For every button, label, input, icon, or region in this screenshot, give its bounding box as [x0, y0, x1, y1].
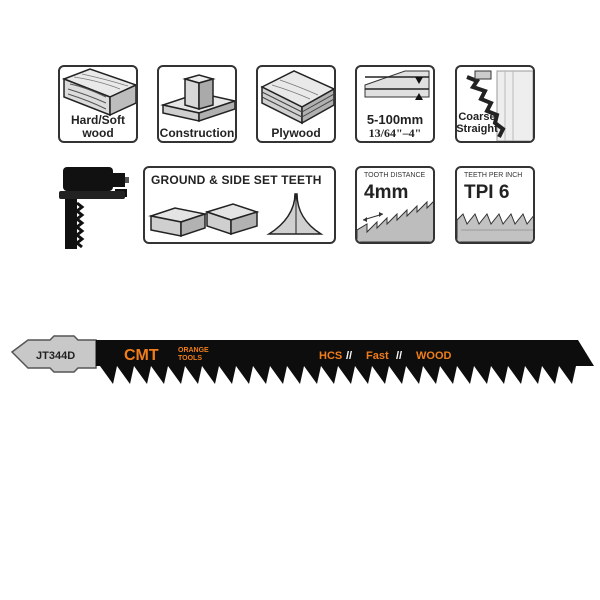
- wood-plank-icon: [61, 68, 136, 117]
- blade-tooth: [559, 366, 576, 384]
- blade-tooth: [202, 366, 219, 384]
- blade-tooth: [406, 366, 423, 384]
- tpi-caption: TEETH PER INCH: [464, 172, 523, 179]
- blade-tooth: [168, 366, 185, 384]
- construction-label: Construction: [159, 126, 235, 140]
- tools-label: TOOLS: [178, 355, 202, 362]
- tooth-distance-tile: TOOTH DISTANCE 4mm: [355, 166, 435, 244]
- blade-teeth: [100, 366, 576, 384]
- cut-depth-mm-label: 5-100mm: [366, 112, 424, 127]
- plywood-sheet-icon: [260, 70, 334, 125]
- svg-text://: //: [396, 350, 402, 362]
- speed-label: Fast: [366, 350, 389, 362]
- straight-label: Straight: [456, 123, 498, 135]
- blade-tooth: [219, 366, 236, 384]
- blade-tooth: [338, 366, 355, 384]
- blade-tooth: [423, 366, 440, 384]
- blade-tooth: [525, 366, 542, 384]
- blade-tooth: [287, 366, 304, 384]
- tpi-value: TPI 6: [464, 182, 510, 203]
- cut-depth-inch-label: 13/64"–4": [368, 126, 422, 140]
- jigsaw-icon: [59, 167, 129, 249]
- cut-depth-icon: [364, 70, 430, 100]
- blade-tooth: [253, 366, 270, 384]
- blade-tooth: [474, 366, 491, 384]
- tpi-tile: TEETH PER INCH TPI 6: [455, 166, 535, 244]
- blade-tooth: [185, 366, 202, 384]
- tooth-distance-value: 4mm: [364, 182, 409, 203]
- side-set-teeth-icon: [148, 193, 324, 238]
- blade-tooth: [270, 366, 287, 384]
- blade-tooth: [321, 366, 338, 384]
- blade-tooth: [151, 366, 168, 384]
- tpi-teeth-icon: [457, 213, 533, 242]
- construction-beam-icon: [160, 74, 235, 123]
- blade-tooth: [355, 366, 372, 384]
- blade-tooth: [100, 366, 117, 384]
- blade-tooth: [236, 366, 253, 384]
- blade-tooth: [457, 366, 474, 384]
- blade-tooth: [542, 366, 559, 384]
- cmt-logo: CMT: [124, 347, 159, 364]
- coarse-straight-tile: Coarse Straight: [455, 65, 535, 143]
- application-label: WOOD: [416, 350, 451, 362]
- blade-tooth: [440, 366, 457, 384]
- blade-tooth: [508, 366, 525, 384]
- blade-tooth: [372, 366, 389, 384]
- material-label: HCS: [319, 350, 342, 362]
- coarse-label: Coarse: [458, 111, 496, 123]
- orange-label: ORANGE: [178, 347, 209, 354]
- blade-body: [96, 340, 594, 366]
- ground-side-set-teeth-tile: GROUND & SIDE SET TEETH: [143, 166, 336, 244]
- wood-label: wood: [82, 126, 114, 140]
- cut-depth-tile: 5-100mm 13/64"–4": [355, 65, 435, 143]
- blade-tooth: [491, 366, 508, 384]
- tooth-distance-caption: TOOTH DISTANCE: [364, 172, 426, 179]
- hard-soft-wood-tile: Hard/Soft wood: [58, 65, 138, 143]
- plywood-label: Plywood: [271, 126, 321, 140]
- coarse-cut-icon: [466, 70, 533, 141]
- plywood-tile: Plywood: [256, 65, 336, 143]
- svg-text://: //: [346, 350, 352, 362]
- construction-tile: Construction: [157, 65, 237, 143]
- blade-model: JT344D: [36, 350, 75, 362]
- tooth-distance-icon: [357, 200, 433, 242]
- blade-tooth: [134, 366, 151, 384]
- blade-tooth: [304, 366, 321, 384]
- blade-tooth: [117, 366, 134, 384]
- teeth-type-label: GROUND & SIDE SET TEETH: [151, 173, 322, 187]
- blade-tooth: [389, 366, 406, 384]
- hard-soft-label: Hard/Soft: [71, 113, 125, 127]
